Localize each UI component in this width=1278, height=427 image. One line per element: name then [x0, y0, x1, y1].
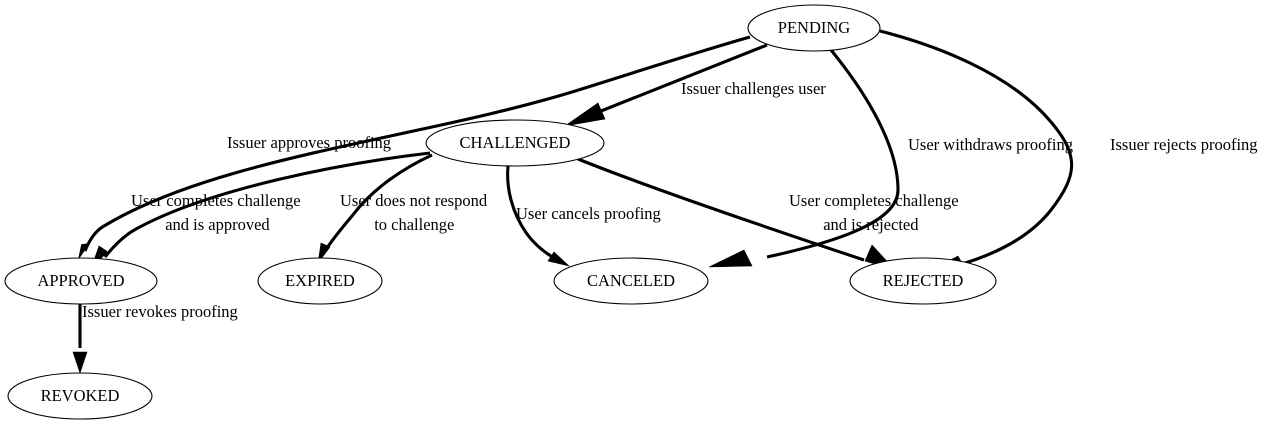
edge-label-pending-rejected: Issuer rejects proofing — [1110, 135, 1258, 154]
node-shape-canceled[interactable] — [553, 257, 709, 305]
node-label-expired: EXPIRED — [285, 271, 355, 290]
node-canceled[interactable]: CANCELED — [553, 257, 709, 305]
nodes-layer: PENDING CHALLENGED APPROVED EXPIRED CANCELED… — [4, 4, 997, 420]
node-shape-expired[interactable] — [257, 257, 383, 305]
node-shape-approved[interactable] — [4, 257, 158, 305]
node-pending[interactable]: PENDING — [747, 4, 881, 52]
edge-label-line: to challenge — [374, 215, 454, 234]
edge-pending-challenged — [564, 43, 768, 127]
arrowhead-icon — [78, 243, 91, 260]
node-label-canceled: CANCELED — [587, 271, 675, 290]
node-challenged[interactable]: CHALLENGED — [425, 119, 605, 167]
node-label-revoked: REVOKED — [41, 386, 120, 405]
edge-label-line: User cancels proofing — [516, 204, 661, 223]
node-shape-challenged[interactable] — [425, 119, 605, 167]
edge-label-line: User completes challenge — [789, 191, 959, 210]
edge-line-pending-challenged — [600, 43, 768, 113]
arrowhead-icon — [564, 102, 606, 127]
arrowhead-icon — [72, 351, 88, 374]
edge-labels-layer: Issuer approves proofing Issuer challenge… — [82, 79, 1258, 321]
edge-pending-approved — [78, 35, 751, 260]
edge-label-pending-canceled: User withdraws proofing — [908, 135, 1073, 154]
edge-label-pending-challenged: Issuer challenges user — [681, 79, 826, 98]
arrowhead-icon — [708, 249, 753, 268]
edge-label-challenged-expired: User does not respond to challenge — [340, 191, 488, 234]
node-label-approved: APPROVED — [37, 271, 124, 290]
edge-label-challenged-approved: User completes challenge and is approved — [131, 191, 301, 234]
edge-line-challenged-rejected — [577, 157, 865, 262]
node-shape-revoked[interactable] — [7, 372, 153, 420]
edge-label-line: and is rejected — [823, 215, 919, 234]
edge-label-line: and is approved — [165, 215, 270, 234]
arrowhead-icon — [547, 251, 571, 267]
edge-label-line: User does not respond — [340, 191, 488, 210]
edge-label-approved-revoked: Issuer revokes proofing — [82, 302, 238, 321]
node-shape-rejected[interactable] — [849, 257, 997, 305]
node-shape-pending[interactable] — [747, 4, 881, 52]
edge-label-line: Issuer approves proofing — [227, 133, 391, 152]
edge-label-line: Issuer rejects proofing — [1110, 135, 1258, 154]
node-label-challenged: CHALLENGED — [460, 133, 571, 152]
node-revoked[interactable]: REVOKED — [7, 372, 153, 420]
edge-label-challenged-canceled: User cancels proofing — [516, 204, 661, 223]
node-label-rejected: REJECTED — [883, 271, 964, 290]
edge-label-challenged-rejected: User completes challenge and is rejected — [789, 191, 959, 234]
node-approved[interactable]: APPROVED — [4, 257, 158, 305]
node-expired[interactable]: EXPIRED — [257, 257, 383, 305]
edge-challenged-canceled — [506, 165, 571, 267]
edge-label-line: Issuer challenges user — [681, 79, 826, 98]
node-label-pending: PENDING — [778, 18, 850, 37]
edge-line-challenged-expired — [323, 153, 433, 252]
edge-line-pending-rejected — [879, 29, 1074, 266]
node-rejected[interactable]: REJECTED — [849, 257, 997, 305]
edge-line-challenged-approved — [103, 151, 431, 258]
edge-line-challenged-canceled — [506, 165, 555, 260]
edge-label-line: User completes challenge — [131, 191, 301, 210]
edge-label-line: Issuer revokes proofing — [82, 302, 238, 321]
edge-line-pending-canceled — [766, 49, 900, 259]
edge-label-pending-approved: Issuer approves proofing — [227, 133, 391, 152]
edge-approved-revoked — [72, 304, 88, 374]
edge-label-line: User withdraws proofing — [908, 135, 1073, 154]
edge-pending-canceled — [708, 49, 900, 268]
edge-line-pending-approved — [83, 35, 751, 252]
